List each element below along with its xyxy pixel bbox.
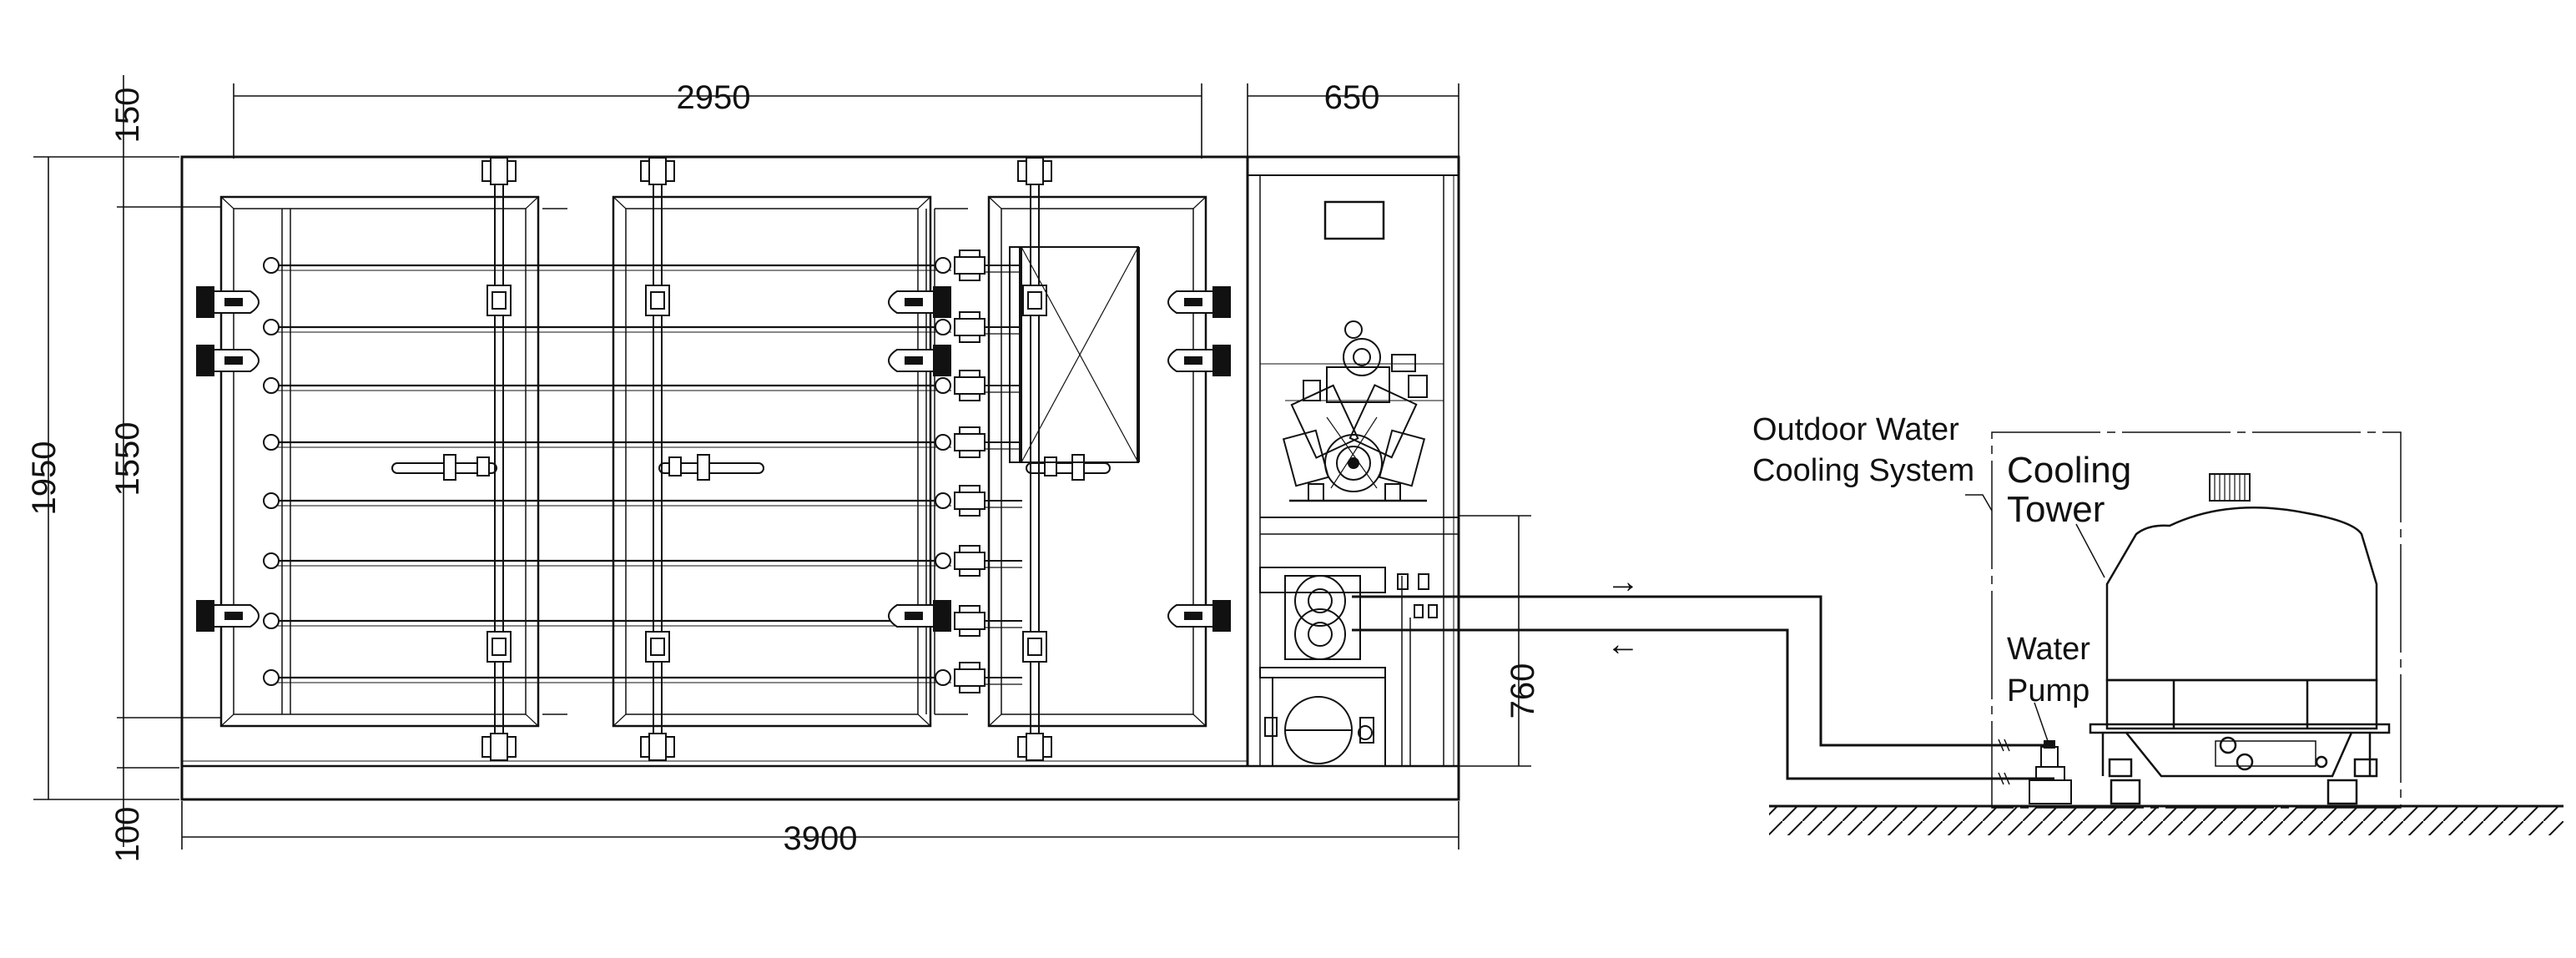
rod-end-cap (935, 492, 951, 509)
rod-end-cap (935, 377, 951, 394)
bar-bracket (481, 157, 517, 185)
door-hinge (1167, 286, 1231, 318)
outdoor-system-label-line1: Outdoor Water (1752, 412, 1959, 447)
rod-end-cap (935, 319, 951, 335)
water-pump-label-line2: Pump (2007, 673, 2090, 708)
door-hinge (888, 600, 951, 632)
shelf-rods (263, 250, 1022, 693)
bar-latch (645, 631, 670, 663)
door-hinge (196, 600, 260, 632)
panel-3-window (1009, 246, 1140, 463)
door-hinge (196, 286, 260, 318)
bar-latch (486, 631, 512, 663)
water-pump-label-line1: Water (2007, 632, 2090, 667)
dim-overall-width: 3900 (784, 820, 858, 857)
water-pump (2029, 740, 2072, 804)
water-pipes (1352, 595, 2054, 780)
dim-chamber-height: 1550 (109, 422, 146, 497)
rod-end-cap (263, 434, 280, 451)
rod-end-cap (263, 377, 280, 394)
rod-clamp (954, 250, 1022, 281)
return-flow-arrow: ← (1606, 626, 1640, 663)
rod-end-cap (263, 552, 280, 569)
bar-bracket (1017, 157, 1052, 185)
rod-clamp (954, 426, 1022, 458)
bar-latch (486, 285, 512, 316)
rod-clamp (954, 662, 1022, 693)
supply-pipe (1352, 595, 2054, 747)
door-hinges (196, 286, 1231, 632)
dim-base-height: 100 (109, 807, 146, 863)
dim-chamber-width: 2950 (677, 79, 751, 116)
rod-end-cap (935, 434, 951, 451)
compressor (1282, 338, 1444, 502)
bar-latch (1022, 285, 1047, 316)
door-hinge (888, 345, 951, 376)
bar-bracket (640, 733, 675, 761)
rod-end-cap (935, 669, 951, 686)
vertical-bars (281, 157, 1052, 761)
rod-end-cap (263, 492, 280, 509)
door-panel-3 (987, 195, 1207, 728)
rod-clamp (954, 605, 1022, 637)
return-pipe (1352, 628, 2054, 780)
rod-end-cap (935, 257, 951, 274)
rod-end-cap (935, 552, 951, 569)
unit-outer-frame (180, 155, 1460, 801)
door-panels (219, 195, 1207, 728)
leader-lines (1965, 494, 2105, 742)
door-hinge (888, 286, 951, 318)
door-hinge (1167, 600, 1231, 632)
rod-end-cap (263, 319, 280, 335)
rod-clamp (954, 370, 1022, 401)
bar-latch (645, 285, 670, 316)
outdoor-system-label-line2: Cooling System (1752, 453, 1974, 488)
dim-machine-width: 650 (1324, 79, 1380, 116)
pipe-valves (1998, 739, 2010, 785)
cooling-tower-label-line2: Tower (2007, 489, 2105, 530)
door-hinge (1167, 345, 1231, 376)
water-condenser (1259, 567, 1438, 766)
ground (1769, 804, 2563, 835)
rod-clamp (954, 545, 1022, 577)
rod-end-cap (263, 257, 280, 274)
dim-pipe-height: 760 (1505, 663, 1541, 719)
rod-end-cap (263, 669, 280, 686)
door-panel-2 (612, 195, 932, 728)
bar-bracket (640, 157, 675, 185)
rod-clamp (954, 485, 1022, 517)
dim-top-margin: 150 (109, 88, 146, 144)
dim-overall-height: 1950 (26, 441, 63, 516)
bar-latch (1022, 631, 1047, 663)
door-panel-1 (219, 195, 540, 728)
supply-flow-arrow: → (1606, 563, 1640, 600)
bar-bracket (1017, 733, 1052, 761)
handle-panel-2 (658, 462, 764, 474)
door-handles (391, 454, 1111, 481)
control-panel (1323, 200, 1385, 240)
rod-end-cap (263, 613, 280, 629)
machine-compartment (1259, 200, 1444, 766)
bar-bracket (481, 733, 517, 761)
cooling-tower-label-line1: Cooling (2007, 450, 2131, 491)
dimension-lines (33, 75, 1531, 850)
rod-clamp (954, 311, 1022, 343)
door-hinge (196, 345, 260, 376)
main-unit (180, 155, 1460, 801)
tower-body (2105, 506, 2378, 682)
